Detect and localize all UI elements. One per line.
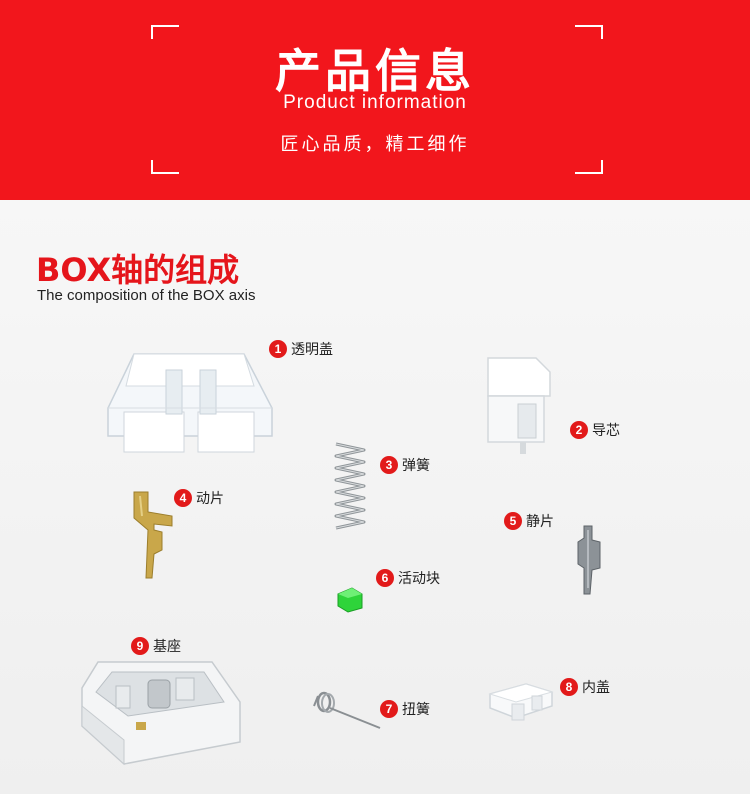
moving-contact-image [132,490,176,580]
part-name: 静片 [526,514,554,530]
part-name: 活动块 [398,571,440,587]
part-name: 透明盖 [291,342,333,358]
part-label-moving-contact: 4 动片 [174,488,224,508]
part-label-guide-core: 2 导芯 [570,420,620,440]
slider-block-image [334,586,366,614]
part-label-inner-cover: 8 内盖 [560,677,610,697]
corner-bracket-bottom-right [575,160,603,174]
part-label-slider-block: 6 活动块 [376,568,440,588]
part-label-base-housing: 9 基座 [131,636,181,656]
torsion-spring-image [312,690,384,732]
part-number-badge: 6 [376,569,394,587]
part-label-transparent-cover: 1 透明盖 [269,339,333,359]
banner-subtitle: Product information [283,92,467,113]
part-number-badge: 4 [174,489,192,507]
part-name: 弹簧 [402,458,430,474]
part-name: 动片 [196,491,224,507]
part-number-badge: 5 [504,512,522,530]
part-label-torsion-spring: 7 扭簧 [380,699,430,719]
part-name: 扭簧 [402,702,430,718]
static-contact-image [570,524,610,596]
part-number-badge: 9 [131,637,149,655]
section-title: BOX轴的组成 [36,251,240,289]
part-number-badge: 7 [380,700,398,718]
part-label-spring: 3 弹簧 [380,455,430,475]
transparent-cover-image [104,346,276,458]
inner-cover-image [486,680,560,724]
banner-motto: 匠心品质，精工细作 [280,134,470,155]
guide-core-image [482,352,554,458]
spring-image [330,440,370,532]
header-banner: 产品信息 Product information 匠心品质，精工细作 [0,0,750,200]
corner-bracket-top-right [575,25,603,39]
corner-bracket-bottom-left [151,160,179,174]
part-name: 导芯 [592,423,620,439]
part-number-badge: 3 [380,456,398,474]
part-name: 内盖 [582,680,610,696]
part-number-badge: 8 [560,678,578,696]
base-housing-image [78,656,244,768]
banner-title: 产品信息 [275,44,475,98]
part-label-static-contact: 5 静片 [504,511,554,531]
corner-bracket-top-left [151,25,179,39]
section-subtitle: The composition of the BOX axis [37,287,256,304]
part-number-badge: 2 [570,421,588,439]
part-name: 基座 [153,639,181,655]
part-number-badge: 1 [269,340,287,358]
